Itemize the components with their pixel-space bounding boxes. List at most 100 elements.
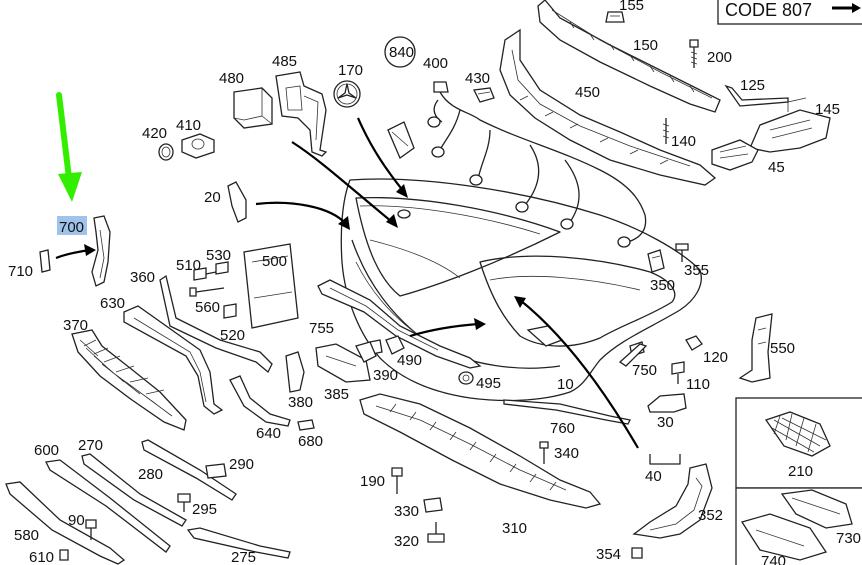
part-510-screw	[193, 267, 217, 281]
label-390: 390	[373, 367, 398, 384]
part-840-marker	[384, 36, 416, 159]
label-510: 510	[176, 257, 201, 274]
part-140-stud	[662, 118, 670, 144]
part-370-grille	[71, 329, 187, 431]
label-350: 350	[650, 277, 675, 294]
label-530: 530	[206, 247, 231, 264]
part-450-bumper-bracket	[499, 28, 717, 186]
part-280-strip	[141, 439, 237, 501]
label-170: 170	[338, 62, 363, 79]
label-290: 290	[229, 456, 254, 473]
label-610: 610	[29, 549, 54, 565]
label-740: 740	[761, 553, 786, 565]
label-145: 145	[815, 101, 840, 118]
label-485: 485	[272, 53, 297, 70]
label-520: 520	[220, 327, 245, 344]
label-360: 360	[130, 269, 155, 286]
code-box: CODE 807	[717, 0, 862, 25]
part-20-cover	[227, 181, 247, 223]
label-640: 640	[256, 425, 281, 442]
label-380: 380	[288, 394, 313, 411]
label-120: 120	[703, 349, 728, 366]
part-500-plate	[243, 243, 299, 329]
label-495: 495	[476, 375, 501, 392]
label-560: 560	[195, 299, 220, 316]
label-20: 20	[204, 189, 221, 206]
inset-210-box	[735, 397, 862, 489]
label-370: 370	[63, 317, 88, 334]
part-320-fastener	[427, 522, 445, 543]
part-630-bracket	[123, 305, 224, 415]
part-420-ring	[158, 143, 174, 161]
label-150: 150	[633, 37, 658, 54]
part-200-bolt	[689, 39, 699, 68]
part-170-emblem	[333, 80, 361, 108]
part-290-clip	[205, 463, 227, 479]
leader-arrows	[55, 117, 639, 449]
label-200: 200	[707, 49, 732, 66]
label-580: 580	[14, 527, 39, 544]
label-295: 295	[192, 501, 217, 518]
label-480: 480	[219, 70, 244, 87]
part-520-clip	[223, 303, 237, 319]
part-labels: 155 150 200 840 400 430 485 480 170 125 …	[8, 0, 861, 565]
part-90-fastener	[85, 519, 97, 540]
part-710-clip	[39, 249, 51, 273]
part-380-bracket	[285, 351, 305, 393]
label-270: 270	[78, 437, 103, 454]
label-490: 490	[397, 352, 422, 369]
part-410-sensor	[181, 133, 215, 159]
label-110: 110	[686, 376, 710, 393]
part-275-strip	[186, 527, 291, 559]
part-760-strip	[503, 399, 631, 425]
part-755-trim	[317, 279, 482, 369]
label-420: 420	[142, 125, 167, 142]
green-indicator-arrow	[56, 92, 82, 202]
label-400: 400	[423, 55, 448, 72]
label-310: 310	[502, 520, 527, 537]
part-485-bracket	[275, 71, 328, 157]
label-30: 30	[657, 414, 674, 431]
label-700-highlight	[57, 216, 87, 235]
part-355-screw	[675, 243, 689, 262]
part-700-cover	[91, 215, 111, 287]
label-45: 45	[768, 159, 785, 176]
label-190: 190	[360, 473, 385, 490]
part-150-upper-retainer	[537, 0, 721, 113]
part-350-clip	[647, 249, 665, 273]
inset-730-box	[735, 487, 862, 565]
part-340-bolt	[539, 441, 549, 464]
part-190-bolt	[391, 467, 403, 494]
part-30-cover	[647, 393, 687, 413]
part-270-strip	[81, 453, 187, 527]
label-320: 320	[394, 533, 419, 550]
label-155: 155	[619, 0, 644, 14]
label-275: 275	[231, 549, 256, 565]
label-352: 352	[698, 507, 723, 524]
label-730: 730	[836, 530, 861, 547]
label-630: 630	[100, 295, 125, 312]
label-750: 750	[632, 362, 657, 379]
label-840: 840	[389, 44, 414, 61]
label-430: 430	[465, 70, 490, 87]
part-330-clip	[423, 497, 443, 513]
part-550-bracket	[738, 313, 773, 383]
part-430-sensor	[473, 87, 495, 103]
label-680: 680	[298, 433, 323, 450]
part-125-strip	[724, 84, 789, 107]
label-40: 40	[645, 468, 662, 485]
part-610-fastener	[59, 549, 69, 561]
part-40-bracket	[649, 454, 681, 465]
part-640-strip	[229, 375, 291, 427]
part-580-strip	[5, 481, 126, 565]
label-210: 210	[788, 463, 813, 480]
part-750-strip	[618, 343, 648, 367]
label-355: 355	[684, 262, 709, 279]
part-295-bolt	[177, 493, 191, 512]
part-385-housing	[315, 343, 371, 383]
part-360-bar	[159, 274, 273, 374]
label-280: 280	[138, 466, 163, 483]
label-125: 125	[740, 77, 765, 94]
part-530-nut	[215, 261, 229, 275]
